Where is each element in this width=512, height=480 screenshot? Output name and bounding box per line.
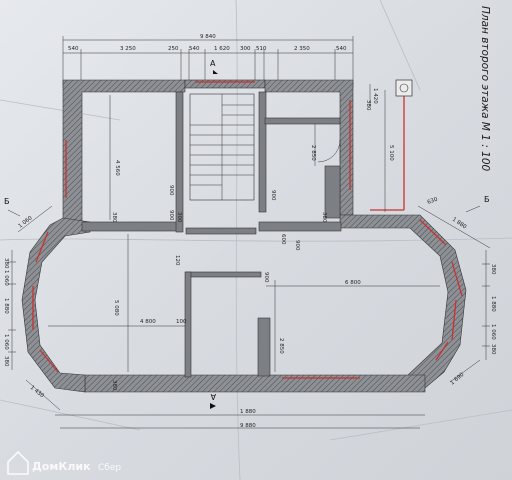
domclick-logo-icon xyxy=(7,450,29,475)
interior-walls xyxy=(81,91,342,378)
dim-corridor-height: 2 850 xyxy=(278,338,284,354)
dim-wall-380-c: 380 xyxy=(111,380,117,391)
dim-bath-depth: 2 850 xyxy=(310,145,316,161)
left-dim-2: 1 060 xyxy=(3,270,9,286)
dim-door-900-c: 900 xyxy=(168,210,174,221)
bottom-dim-part: 1 880 xyxy=(240,409,256,415)
plan-title: План второго этажа М 1 : 100 xyxy=(479,6,491,172)
dim-corridor-width: 100 xyxy=(176,319,187,325)
section-b-left: Б xyxy=(4,197,10,206)
dim-top-right-1420: 1 420 xyxy=(372,88,378,104)
section-a-top: А xyxy=(210,59,216,68)
top-dim-7: 510 xyxy=(256,46,267,52)
watermark: ДомКлик Сбер xyxy=(7,450,121,475)
right-dim-1: 380 xyxy=(490,264,496,275)
right-dimension-lines xyxy=(482,250,490,360)
top-dim-5: 1 620 xyxy=(214,46,230,52)
dim-wall-380-a: 380 xyxy=(111,212,117,223)
dim-door-900-d: 900 xyxy=(294,240,300,251)
dim-stair-120: 120 xyxy=(174,255,180,266)
top-dim-6: 300 xyxy=(240,46,251,52)
top-dim-4: 540 xyxy=(189,46,200,52)
right-dim-3: 1 060 xyxy=(490,324,496,340)
top-dim-1: 540 xyxy=(68,46,79,52)
section-b-left-line xyxy=(7,209,21,217)
section-b-right-line xyxy=(465,205,481,213)
bottom-dimension-lines xyxy=(55,414,425,429)
interior-dimension-lines xyxy=(48,84,440,372)
dim-door-900-e: 900 xyxy=(263,272,269,283)
top-dim-9: 540 xyxy=(336,46,347,52)
left-dim-3: 1 880 xyxy=(3,298,9,314)
right-dim-2: 1 880 xyxy=(490,296,496,312)
section-a-top-arrow xyxy=(213,70,218,74)
dim-wall-380-b: 380 xyxy=(321,212,327,223)
staircase xyxy=(189,93,255,201)
dim-wall-600: 600 xyxy=(280,234,286,245)
window-marks xyxy=(32,81,463,379)
dim-wall-380-d: 380 xyxy=(365,100,371,111)
left-dimension-lines xyxy=(8,250,16,370)
top-dim-2: 3 250 xyxy=(120,46,136,52)
dim-living-length: 6 800 xyxy=(345,280,361,286)
dim-living-height: 5 080 xyxy=(113,300,119,316)
dim-wall-300: 300 xyxy=(176,212,182,223)
bottom-dim-overall: 9 880 xyxy=(240,423,256,429)
left-dim-4: 1 060 xyxy=(3,334,9,350)
section-b-right: Б xyxy=(484,195,490,204)
section-a-bottom-arrow xyxy=(210,403,216,409)
watermark-sub: Сбер xyxy=(98,463,121,473)
vent-box xyxy=(370,79,413,211)
watermark-brand: ДомКлик xyxy=(32,460,91,473)
dim-dining-length: 4 800 xyxy=(140,319,156,325)
top-dim-8: 2 350 xyxy=(294,46,310,52)
dim-hall-height: 4 560 xyxy=(114,160,120,176)
section-a-bottom: А xyxy=(210,392,216,401)
left-dim-5: 380 xyxy=(3,356,9,367)
diag-dim-top-right-a: 630 xyxy=(427,196,439,205)
bath-door xyxy=(317,139,341,163)
outer-walls xyxy=(21,79,467,393)
top-overall-dim: 9 840 xyxy=(200,34,216,40)
dim-right-height: 5 100 xyxy=(388,145,394,161)
left-dim-1: 380 xyxy=(3,258,9,269)
top-dim-3: 250 xyxy=(168,46,179,52)
diagonal-dimension-lines xyxy=(17,205,491,411)
dim-door-900-a: 900 xyxy=(168,185,174,196)
right-dim-4: 380 xyxy=(490,344,496,355)
dim-door-900-b: 900 xyxy=(270,190,276,201)
